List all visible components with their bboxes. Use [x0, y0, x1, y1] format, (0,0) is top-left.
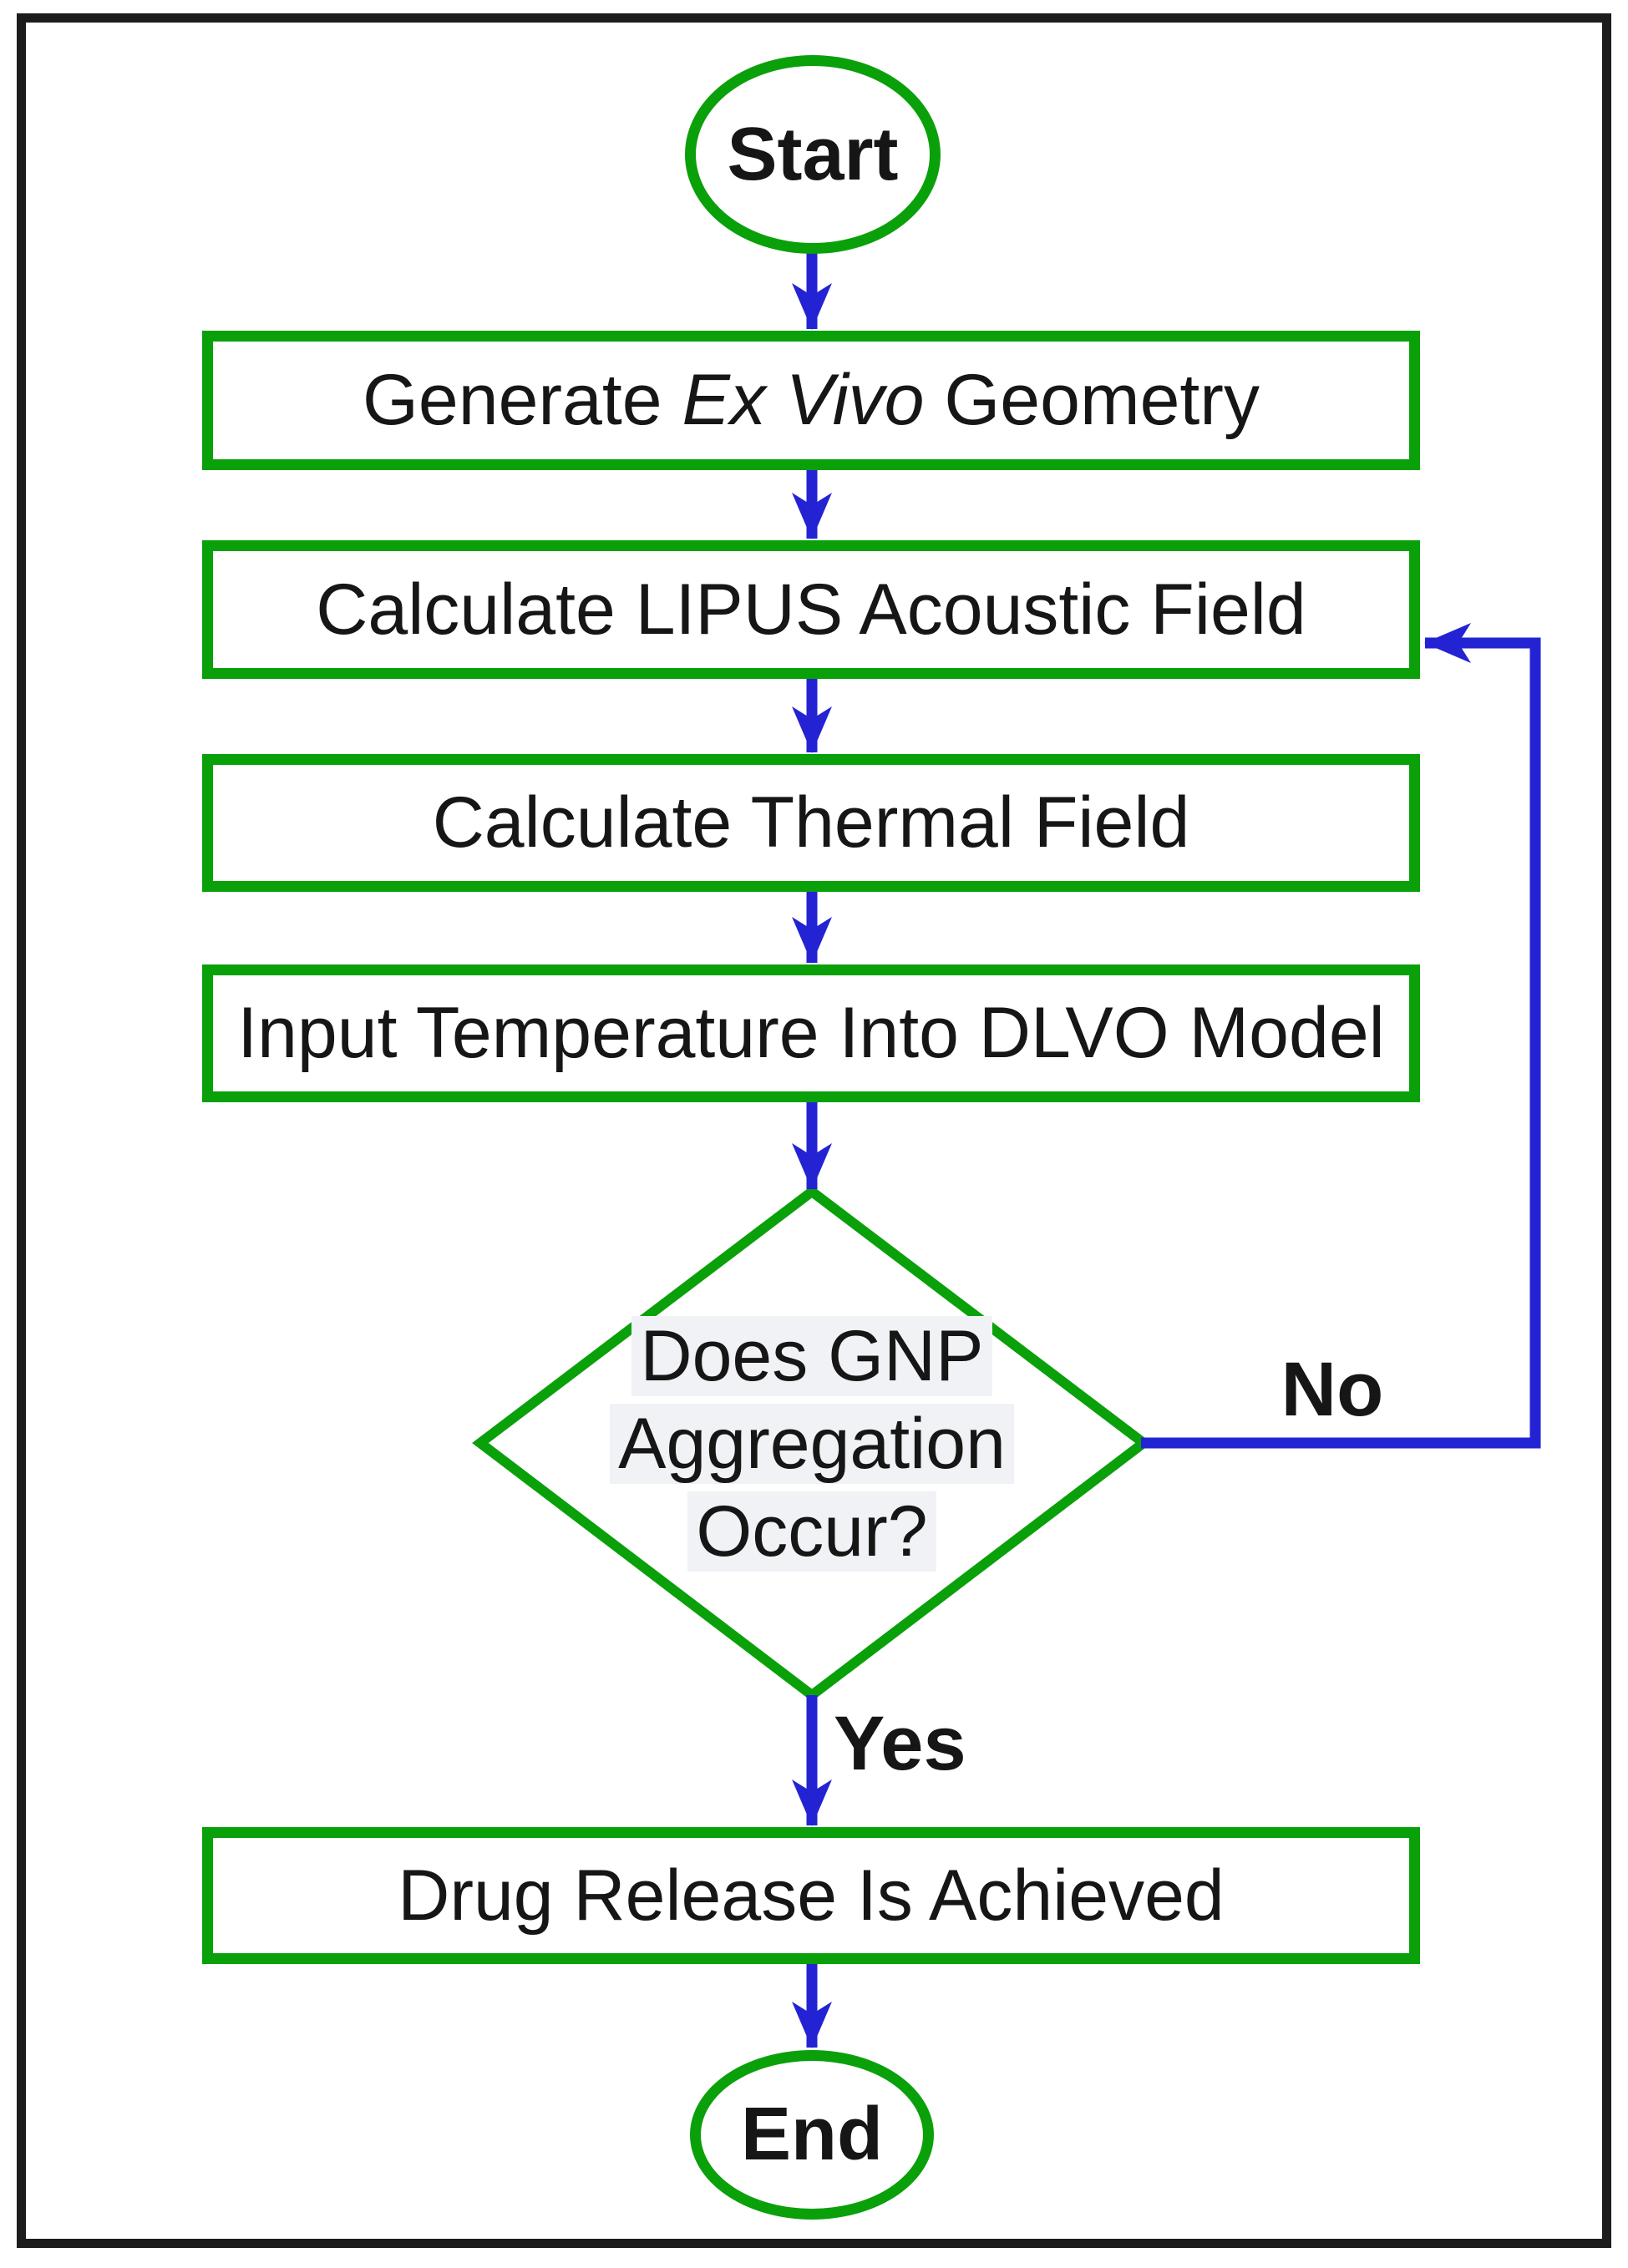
step1-prefix: Generate	[363, 360, 682, 441]
decision-line1: Does GNP	[631, 1316, 992, 1396]
outer-border	[17, 13, 1611, 2248]
no-edge-label: No	[1281, 1347, 1384, 1432]
start-label: Start	[727, 112, 899, 196]
end-label: End	[741, 2093, 883, 2177]
process-input-temperature-dlvo: Input Temperature Into DLVO Model	[202, 964, 1420, 1102]
process-drug-release-achieved: Drug Release Is Achieved	[202, 1827, 1420, 1964]
decision-label: Does GNP Aggregation Occur?	[478, 1313, 1146, 1576]
step4-label: Input Temperature Into DLVO Model	[237, 993, 1385, 1074]
step1-italic: Ex Vivo	[682, 360, 925, 441]
start-node: Start	[685, 55, 941, 254]
process-calculate-thermal-field: Calculate Thermal Field	[202, 754, 1420, 892]
decision-line3: Occur?	[687, 1491, 936, 1572]
step2-label: Calculate LIPUS Acoustic Field	[316, 569, 1306, 650]
step1-suffix: Geometry	[924, 360, 1260, 441]
process-generate-geometry: Generate Ex Vivo Geometry	[202, 331, 1420, 470]
decision-line2: Aggregation	[610, 1404, 1014, 1484]
no-loop-connector	[1141, 623, 1541, 1449]
process-calculate-lipus-field: Calculate LIPUS Acoustic Field	[202, 540, 1420, 679]
step3-label: Calculate Thermal Field	[432, 782, 1190, 863]
yes-edge-label: Yes	[834, 1701, 966, 1786]
end-node: End	[690, 2050, 934, 2220]
step5-label: Drug Release Is Achieved	[398, 1855, 1225, 1936]
